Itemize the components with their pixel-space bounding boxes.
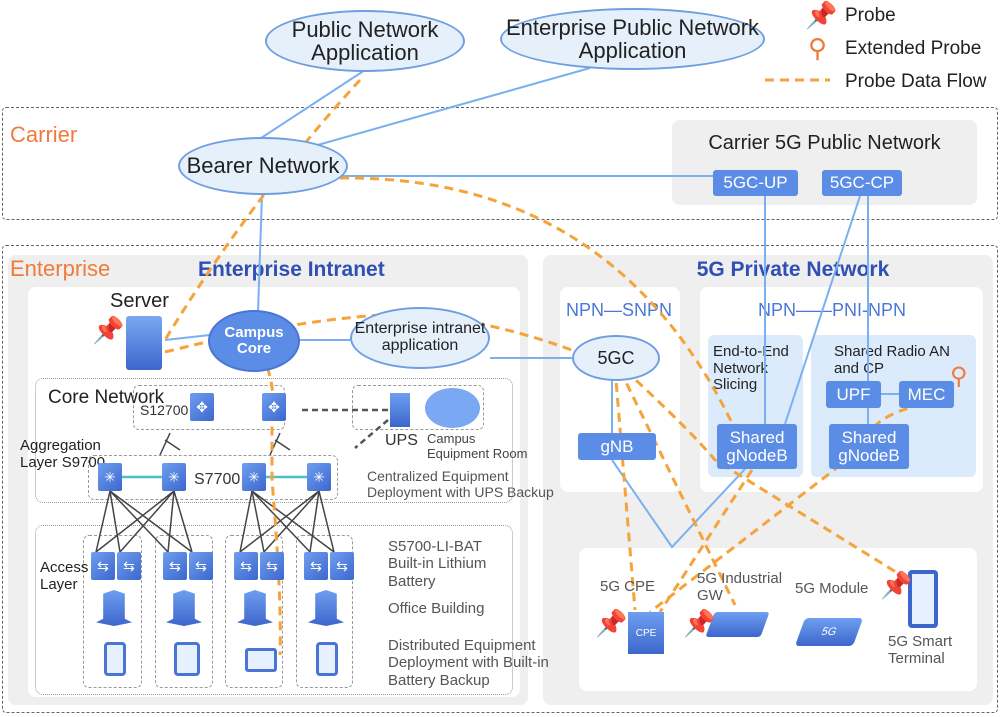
flow-5gc-gw [618,369,737,606]
access-switch-icon[interactable]: ⇆ [91,552,115,580]
aggregation-group [88,455,338,500]
flow-5gc-cpe [613,367,637,611]
flow-5gc-terminal [623,368,926,592]
centralized-label: Centralized Equipment Deployment with UP… [367,468,554,501]
phone-icon [104,642,126,676]
flow-core-laptop [253,339,282,656]
access-switch-icon[interactable]: ⇆ [260,552,284,580]
terminal-probe-icon: 📌 [880,570,913,600]
carrier-zone [2,107,998,220]
smart-terminal-icon[interactable] [908,570,938,628]
upf-box[interactable]: UPF [826,381,881,408]
s7700-label: S7700 [194,471,241,488]
distributed-label: Distributed Equipment Deployment with Bu… [388,637,549,689]
extended-probe-icon: ⚲ [808,33,828,63]
ups-arrow-agg [354,419,389,449]
5gc-up-box[interactable]: 5GC-UP [713,170,798,196]
access-switch-icon[interactable]: ⇆ [189,552,213,580]
enterprise-zone [2,245,998,713]
gw-probe-icon: 📌 [683,608,716,638]
enterprise-label: Enterprise [10,256,111,281]
aggregation-switch-icon[interactable]: ✳ [98,463,122,491]
cpe-label: 5G CPE [600,578,656,595]
module-icon[interactable]: 5G [794,618,864,646]
link-gnb-gnodeb [611,459,746,549]
link-server-campus [164,334,211,341]
equipment-room-icon [425,388,480,428]
flow-public-server [163,78,362,341]
link-public-bearer [254,69,366,143]
s5700-label: S5700-LI-BAT Built-in Lithium Battery [388,538,487,590]
slicing-label: End-to-End Network Slicing [713,343,789,393]
cpe-probe-icon: 📌 [595,608,628,638]
flow-slicing-cpe [658,469,754,613]
link-cp-slicing [784,195,861,425]
snpn-title: NPN—SNPN [566,300,673,320]
intranet-title: Enterprise Intranet [198,258,385,281]
phone-icon [316,642,338,676]
gnb-box[interactable]: gNB [578,433,656,460]
tablet-icon [174,642,200,676]
legend-data-flow: Probe Data Flow [845,71,987,92]
cpe-icon[interactable]: CPE [628,612,664,654]
pni-title: NPN——PNI-NPN [758,300,907,320]
access-uplinks [95,432,335,553]
shared-radio-label: Shared Radio AN and CP [834,343,950,377]
legend-probe: Probe [845,5,896,26]
module-label: 5G Module [795,580,869,597]
5gc-cp-box[interactable]: 5GC-CP [822,170,902,196]
mec-box[interactable]: MEC [899,381,954,408]
aggregation-switch-icon[interactable]: ✳ [307,463,331,491]
link-entpublic-bearer [299,67,591,151]
probe-icon: 📌 [805,0,838,30]
access-switch-icon[interactable]: ⇆ [117,552,141,580]
aggregation-switch-icon[interactable]: ✳ [162,463,186,491]
office-building-label: Office Building [388,600,485,617]
legend-extended-probe: Extended Probe [845,38,982,59]
access-label: Access Layer [40,559,89,593]
core-network-label: Core Network [48,387,165,408]
campus-core-cloud[interactable]: Campus Core [208,310,300,372]
access-switch-icon[interactable]: ⇆ [330,552,354,580]
enterprise-app-cloud[interactable]: Enterprise intranet application [350,307,490,369]
campus-room-label: Campus Equipment Room [427,431,528,461]
smart-terminal-label: 5G Smart Terminal [888,633,953,668]
server-probe-icon: 📌 [92,315,125,345]
access-column [83,535,142,688]
s12700-label: S12700 [140,402,189,418]
access-switch-icon[interactable]: ⇆ [234,552,258,580]
access-switch-icon[interactable]: ⇆ [163,552,187,580]
carrier-label: Carrier [10,122,78,147]
carrier-5g-title: Carrier 5G Public Network [708,132,941,154]
access-switch-icon[interactable]: ⇆ [304,552,328,580]
aggregation-label: Aggregation Layer S9700 [20,437,106,471]
private-5g-title: 5G Private Network [696,258,890,281]
slicing-gnodeb-box[interactable]: Shared gNodeB [717,424,797,469]
enterprise-public-app-cloud[interactable]: Enterprise Public Network Application [500,8,765,70]
bearer-network-cloud[interactable]: Bearer Network [178,137,348,195]
industrial-gw-label: 5G Industrial GW [697,570,783,605]
equipment-room-group [352,385,484,430]
public-network-app-cloud[interactable]: Public Network Application [265,10,465,72]
server-icon[interactable] [126,316,162,370]
access-column [155,535,213,688]
link-bearer-campus [257,194,263,313]
core-switch-icon[interactable]: ✥ [262,393,286,421]
server-label: Server [110,290,169,312]
mec-extended-probe-icon: ⚲ [950,363,968,390]
5gc-cloud[interactable]: 5GC [572,335,660,381]
access-column [225,535,283,688]
ups-label: UPS [385,432,418,449]
aggregation-switch-icon[interactable]: ✳ [242,463,266,491]
core-switch-icon[interactable]: ✥ [190,393,214,421]
ups-icon [390,393,410,427]
laptop-icon [245,648,277,672]
access-column [296,535,353,688]
shared-gnodeb-box[interactable]: Shared gNodeB [829,424,909,469]
